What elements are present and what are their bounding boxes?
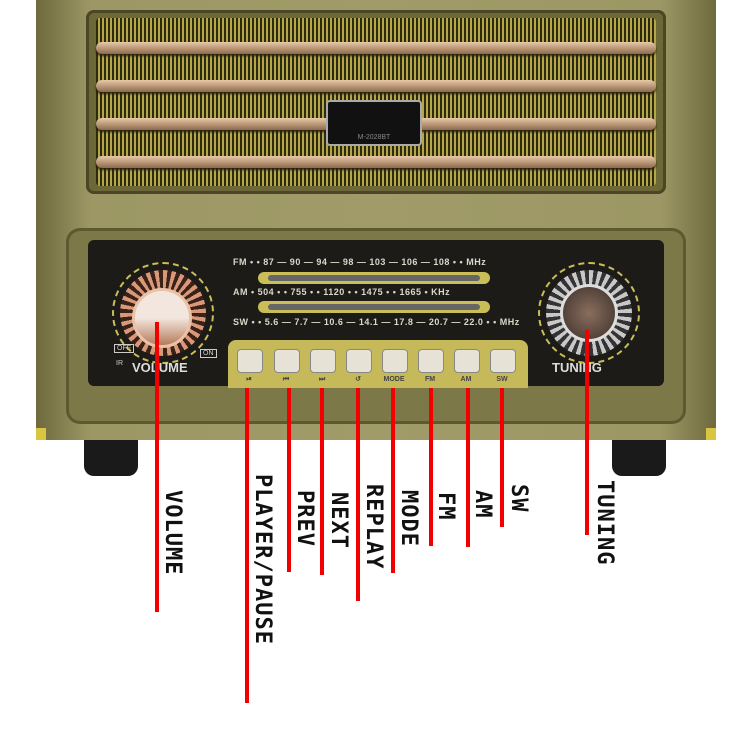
button-label: MODE — [383, 376, 405, 383]
button-label: AM — [460, 376, 472, 383]
model-number: M-2028BT — [357, 134, 391, 141]
tuning-knob-cap[interactable] — [560, 284, 618, 342]
replay-label: REPLAY — [361, 484, 386, 570]
grille-bar — [96, 156, 656, 168]
next-button[interactable] — [310, 349, 336, 373]
mode-button[interactable] — [382, 349, 408, 373]
play-pause-button[interactable] — [237, 349, 263, 373]
replay-button[interactable] — [346, 349, 372, 373]
right-foot — [612, 440, 666, 476]
sw-pointer-line — [500, 388, 504, 527]
prev-label: PREV — [292, 490, 317, 547]
fm-label: FM — [433, 492, 458, 521]
tuning-panel-label: TUNING — [552, 360, 602, 375]
sw-scale: SW • • 5.6 — 7.7 — 10.6 — 14.1 — 17.8 — … — [233, 317, 520, 327]
next-pointer-line — [320, 388, 324, 575]
am-dial-track — [258, 301, 490, 313]
am-scale: AM • 504 • • 755 • • 1120 • • 1475 • • 1… — [233, 287, 451, 297]
volume-knob-cap[interactable] — [132, 288, 192, 348]
button-label: ↺ — [355, 376, 361, 383]
am-button[interactable] — [454, 349, 480, 373]
player-pause-label: PLAYER/PAUSE — [250, 474, 275, 645]
on-label: ON — [200, 349, 217, 358]
am-pointer-line — [466, 388, 470, 547]
prev-button[interactable] — [274, 349, 300, 373]
mode-label: MODE — [396, 490, 421, 547]
off-label: OFF — [114, 344, 134, 353]
am-label: AM — [470, 490, 495, 519]
trim — [36, 428, 46, 440]
trim — [706, 428, 716, 440]
next-label: NEXT — [326, 492, 351, 549]
grille-bar — [96, 80, 656, 92]
button-label: FM — [424, 376, 436, 383]
button-label: ⏯ — [246, 376, 252, 383]
tuning-pointer-line — [585, 330, 589, 535]
mode-pointer-line — [391, 388, 395, 573]
replay-pointer-line — [356, 388, 360, 601]
prev-pointer-line — [287, 388, 291, 572]
left-foot — [84, 440, 138, 476]
fm-pointer-line — [429, 388, 433, 546]
volume-panel-label: VOLUME — [132, 360, 188, 375]
volume-pointer-line — [155, 322, 159, 612]
tuning-dial-ring — [538, 262, 640, 364]
fm-scale: FM • • 87 — 90 — 94 — 98 — 103 — 106 — 1… — [233, 257, 487, 267]
sw-button[interactable] — [490, 349, 516, 373]
model-badge: M-2028BT — [326, 100, 422, 146]
button-label: ⏮ — [282, 376, 290, 383]
volume-dial-ring — [112, 262, 214, 364]
fm-dial-track — [258, 272, 490, 284]
fm-button[interactable] — [418, 349, 444, 373]
grille-bar — [96, 42, 656, 54]
tuning-label: TUNING — [592, 480, 617, 566]
sw-label: SW — [506, 484, 531, 513]
button-label: SW — [496, 376, 508, 383]
ir-label: IR — [116, 360, 123, 367]
button-label: ⏭ — [318, 376, 326, 383]
play-pointer-line — [245, 388, 249, 703]
volume-label: VOLUME — [160, 490, 185, 576]
